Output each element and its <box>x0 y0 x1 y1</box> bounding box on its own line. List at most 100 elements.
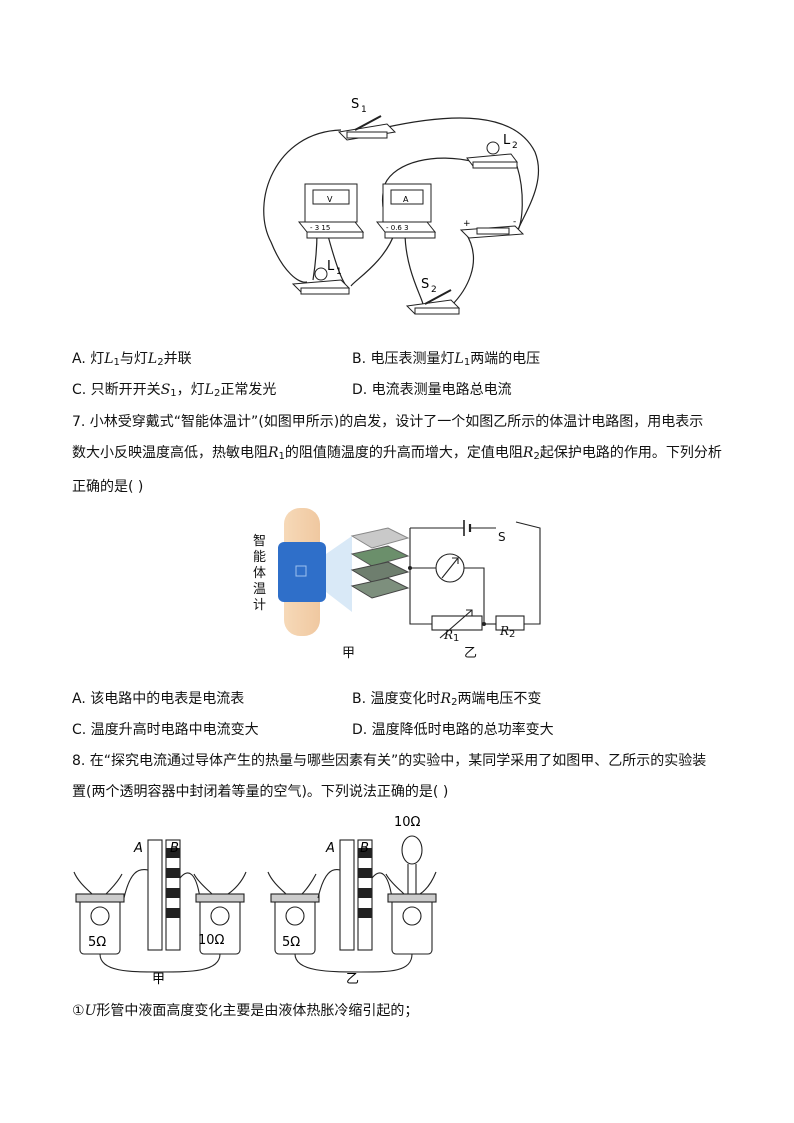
q6-b-prefix: B. 电压表测量灯 <box>352 351 455 367</box>
switch-s1 <box>337 115 397 141</box>
q7-r1-label: R1 <box>444 628 459 644</box>
q7-stem-2b: 的阻值随温度的升高而增大，定值电阻 <box>284 445 523 461</box>
battery-plus: + <box>463 219 471 229</box>
q7-stem-line-2: 数大小反映温度高低，热敏电阻R1的阻值随温度的升高而增大，定值电阻R2起保护电路… <box>72 438 732 472</box>
q6-b-suffix: 两端的电压 <box>470 351 541 367</box>
wire <box>450 231 475 307</box>
q6-option-c: C. 只断开开关S1，灯L2正常发光 <box>72 380 276 404</box>
q7-figure: 智能体温计 甲 <box>250 506 550 661</box>
q6-option-d: D. 电流表测量电路总电流 <box>352 382 512 398</box>
voltmeter-symbol: V <box>327 195 333 204</box>
label-10-ohm-top: 10Ω <box>394 815 421 830</box>
voltmeter-terminals: - 3 15 <box>310 224 330 232</box>
q7-stem-2c: 起保护电路的作用。下列分析 <box>539 445 722 461</box>
q8-statement-1: ①U形管中液面高度变化主要是由液体热胀冷缩引起的； <box>72 1001 418 1021</box>
q7-option-a: A. 该电路中的电表是电流表 <box>72 691 245 707</box>
q7-caption-right: 乙 <box>464 646 478 661</box>
q6-a-prefix: A. 灯 <box>72 351 105 367</box>
q6-circuit-figure: S 1 L 2 V - 3 15 A - 0.6 3 + - L 1 <box>263 97 540 315</box>
q6-a-l2-sub: 2 <box>157 357 164 368</box>
q7-option-d: D. 温度降低时电路的总功率变大 <box>352 722 554 738</box>
q7-r1: R <box>268 445 279 461</box>
q6-c-l2-sub: 2 <box>213 388 221 399</box>
q7-stem: 7. 小林受穿戴式“智能体温计”(如图甲所示)的启发，设计了一个如图乙所示的体温… <box>72 407 732 503</box>
q6-c-l2: L <box>204 382 214 398</box>
lamp-l2 <box>466 141 518 169</box>
q6-a-l2: L <box>147 351 158 367</box>
q6-a-mid: 与灯 <box>119 351 148 367</box>
q7-r1-sub: 1 <box>278 451 285 462</box>
q7-b-suffix: 两端电压不变 <box>457 691 542 707</box>
q7-circuit-diagram <box>408 520 541 639</box>
q6-a-l1-sub: 1 <box>113 357 120 368</box>
q8-stem: 8. 在“探究电流通过导体产生的热量与哪些因素有关”的实验中，某同学采用了如图甲… <box>72 746 732 808</box>
q6-b-l1: L <box>454 351 464 367</box>
lamp-l1 <box>291 267 351 295</box>
label-l2-sub: 2 <box>512 141 518 151</box>
label-a-left: A <box>133 841 143 856</box>
switch-s2 <box>405 289 461 315</box>
q7-switch-label: S <box>498 530 506 544</box>
q7-b-prefix: B. 温度变化时 <box>352 691 441 707</box>
q7-r2-fig-sub: 2 <box>509 629 516 640</box>
label-10-ohm-left: 10Ω <box>198 933 225 948</box>
q7-b-r2-sub: 2 <box>451 697 458 708</box>
label-l1-sub: 1 <box>336 267 342 277</box>
label-5-ohm-left: 5Ω <box>88 935 106 950</box>
wire <box>350 231 396 287</box>
q6-c-s1: S <box>160 382 171 398</box>
q6-c-prefix: C. 只断开开关 <box>72 382 161 398</box>
q7-r2-fig: R <box>500 624 510 638</box>
q7-r2-label: R2 <box>500 624 515 640</box>
wire <box>263 129 342 283</box>
label-s2: S <box>421 277 429 292</box>
label-b-right: B <box>360 841 369 856</box>
q6-c-mid: ，灯 <box>176 382 205 398</box>
q7-r2-sub: 2 <box>533 451 540 462</box>
q6-c-s1-sub: 1 <box>170 388 177 399</box>
q8-statement-1-u: U <box>84 1003 97 1019</box>
wire <box>516 165 523 233</box>
q8-statement-1-text: 形管中液面高度变化主要是由液体热胀冷缩引起的； <box>96 1003 419 1019</box>
battery-minus: - <box>513 217 516 227</box>
q7-b-r2: R <box>440 691 452 707</box>
label-s1: S <box>351 97 359 112</box>
q8-statement-1-num: ① <box>72 1003 85 1019</box>
ammeter-terminals: - 0.6 3 <box>386 224 409 232</box>
wire <box>326 231 346 285</box>
wire <box>404 231 424 307</box>
voltmeter <box>297 183 365 239</box>
q7-r2: R <box>522 445 534 461</box>
battery <box>459 225 525 239</box>
q6-option-b: B. 电压表测量灯L1两端的电压 <box>352 349 540 373</box>
q7-r1-fig: R <box>444 628 454 642</box>
q7-r1-fig-sub: 1 <box>453 633 460 644</box>
label-s1-sub: 1 <box>361 105 367 115</box>
q8-caption-left: 甲 <box>152 972 165 987</box>
q6-b-l1-sub: 1 <box>463 357 471 368</box>
ammeter-symbol: A <box>403 195 409 204</box>
circuit-layers-icon <box>350 527 410 599</box>
q8-stem-line-2: 置(两个透明容器中封闭着等量的空气)。下列说法正确的是( ) <box>72 784 449 800</box>
q7-stem-line-1: 7. 小林受穿戴式“智能体温计”(如图甲所示)的启发，设计了一个如图乙所示的体温… <box>72 414 704 430</box>
ammeter <box>375 183 437 239</box>
label-5-ohm-right: 5Ω <box>282 935 300 950</box>
q6-option-a: A. 灯L1与灯L2并联 <box>72 349 192 373</box>
q7-caption-left: 甲 <box>342 646 356 661</box>
q8-caption-right: 乙 <box>346 972 359 987</box>
q8-stem-line-1: 8. 在“探究电流通过导体产生的热量与哪些因素有关”的实验中，某同学采用了如图甲… <box>72 753 707 769</box>
label-l1: L <box>327 259 335 274</box>
q8-apparatus-figure: A B A B 5Ω 10Ω 5Ω 10Ω 甲 乙 <box>73 815 437 987</box>
q7-stem-line-3: 正确的是( ) <box>72 479 144 495</box>
smart-thermometer-vertical-label: 智能体温计 <box>253 534 267 613</box>
label-l2: L <box>503 133 511 148</box>
label-a-right: A <box>325 841 335 856</box>
q7-stem-2a: 数大小反映温度高低，热敏电阻 <box>72 445 268 461</box>
q7-option-b: B. 温度变化时R2两端电压不变 <box>352 689 541 713</box>
label-b-left: B <box>170 841 179 856</box>
wire <box>382 117 540 233</box>
smart-thermometer-image <box>278 508 410 636</box>
q7-option-c: C. 温度升高时电路中电流变大 <box>72 722 259 738</box>
q6-a-l1: L <box>104 351 114 367</box>
q6-a-suffix: 并联 <box>163 351 192 367</box>
